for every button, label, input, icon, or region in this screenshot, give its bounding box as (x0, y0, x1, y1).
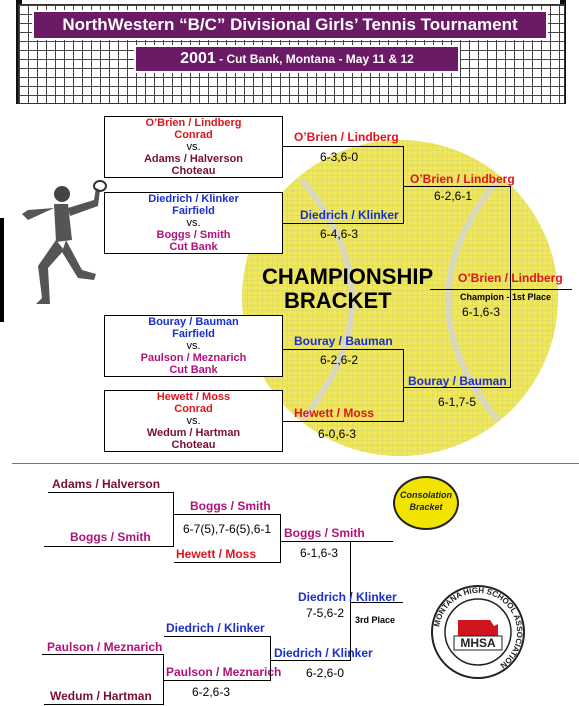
logo-abbr: MHSA (460, 636, 496, 650)
championship-label: CHAMPIONSHIP (262, 264, 434, 289)
left-edge-mark (0, 218, 4, 322)
badge-line-1: Consolation (400, 490, 452, 500)
bracket-label: BRACKET (284, 288, 392, 313)
bracket-line (173, 492, 174, 547)
bracket-line (283, 421, 404, 422)
r2-winner-4: Hewett / Moss (294, 406, 375, 420)
vs-label: vs. (186, 141, 201, 153)
cons-r2-team-3: Diedrich / Klinker (166, 621, 265, 635)
team: Boggs / Smith (156, 229, 231, 241)
team: Diedrich / Klinker (148, 193, 239, 205)
bracket-line (163, 654, 164, 704)
school: Cut Bank (169, 241, 218, 253)
r2-score-3: 6-2,6-2 (320, 353, 359, 367)
location-date: - Cut Bank, Montana - May 11 & 12 (219, 52, 414, 66)
bracket-line (350, 541, 351, 661)
cons-r2-team-1: Boggs / Smith (190, 499, 271, 513)
cons-r3-winner-2: Diedrich / Klinker (274, 646, 373, 660)
sf-winner-1: O’Brien / Lindberg (410, 172, 515, 186)
bracket-line (164, 680, 271, 681)
r2-score-4: 6-0,6-3 (318, 427, 357, 441)
cons-r2-team-4: Paulson / Meznarich (166, 665, 282, 679)
school: Cut Bank (169, 364, 218, 376)
badge-line-2: Bracket (409, 502, 443, 512)
school: Choteau (171, 439, 216, 451)
bracket-line (42, 654, 164, 655)
final-score: 6-1,6-3 (462, 305, 501, 319)
subtitle-banner: 2001 - Cut Bank, Montana - May 11 & 12 (134, 45, 460, 73)
bracket-line (404, 186, 511, 187)
cons-r3-score-2: 6-2,6-0 (306, 666, 345, 680)
bracket-line (403, 146, 404, 224)
match-box-2: Diedrich / Klinker Fairfield vs. Boggs /… (104, 192, 283, 254)
bracket-line (283, 146, 404, 147)
team: Bouray / Bauman (148, 316, 239, 328)
tennis-player-icon (22, 180, 107, 304)
vs-label: vs. (186, 340, 201, 352)
match-box-3: Bouray / Bauman Fairfield vs. Paulson / … (104, 315, 283, 377)
bracket-line (271, 660, 351, 661)
page-title: NorthWestern “B/C” Divisional Girls’ Ten… (62, 15, 518, 34)
r2-score-2: 6-4,6-3 (320, 227, 359, 241)
team: Paulson / Meznarich (140, 352, 247, 364)
vs-label: vs. (186, 217, 201, 229)
school: Fairfield (172, 328, 215, 340)
match-box-1: O’Brien / Lindberg Conrad vs. Adams / Ha… (104, 116, 283, 178)
r2-score-1: 6-3,6-0 (320, 150, 359, 164)
cons-r1-team-2: Boggs / Smith (70, 530, 151, 544)
third-place-label: 3rd Place (355, 615, 396, 625)
champion-name: O’Brien / Lindberg (458, 271, 563, 285)
champion-place: Champion - 1st Place (460, 292, 552, 302)
sf-winner-2: Bouray / Bauman (408, 374, 507, 388)
bracket-line (283, 223, 404, 224)
cons-r1-team-3: Paulson / Meznarich (47, 640, 163, 654)
cons-r1-team-1: Adams / Halverson (52, 477, 161, 491)
school: Conrad (174, 403, 213, 415)
section-divider (12, 463, 579, 464)
bracket-line (510, 186, 511, 388)
team: Adams / Halverson (143, 153, 244, 165)
tennis-ball-graphic (242, 140, 558, 456)
third-place-name: Diedrich / Klinker (298, 590, 397, 604)
bracket-line (44, 546, 174, 547)
cons-r2-score-1: 6-7(5),7-6(5),6-1 (183, 522, 272, 536)
cons-r3-winner-1: Boggs / Smith (284, 526, 365, 540)
match-box-4: Hewett / Moss Conrad vs. Wedum / Hartman… (104, 390, 283, 452)
bracket-line (403, 349, 404, 422)
bracket-line (270, 636, 271, 681)
bracket-line (351, 602, 403, 603)
bracket-line (281, 541, 393, 542)
bracket-line (48, 492, 174, 493)
team: O’Brien / Lindberg (145, 117, 242, 129)
team: Wedum / Hartman (146, 427, 241, 439)
mhsa-logo: MONTANA HIGH SCHOOL ASSOCIATION MHSA (430, 584, 526, 680)
consolation-badge: Consolation Bracket (393, 476, 459, 530)
school: Choteau (171, 165, 216, 177)
bracket-line (44, 704, 164, 705)
bracket-line (404, 387, 511, 388)
r2-winner-1: O’Brien / Lindberg (294, 130, 399, 144)
vs-label: vs. (186, 415, 201, 427)
bracket-line (164, 636, 271, 637)
r2-winner-2: Diedrich / Klinker (300, 208, 399, 222)
bracket-line (174, 562, 281, 563)
third-place-score: 7-5,6-2 (306, 606, 345, 620)
cons-r2-score-2: 6-2,6-3 (192, 685, 231, 699)
sf-score-2: 6-1,7-5 (438, 395, 477, 409)
school: Conrad (174, 129, 213, 141)
cons-r1-team-4: Wedum / Hartman (50, 689, 152, 703)
bracket-line (280, 514, 281, 563)
cons-r3-score-1: 6-1,6-3 (300, 546, 339, 560)
sf-score-1: 6-2,6-1 (434, 189, 473, 203)
title-banner: NorthWestern “B/C” Divisional Girls’ Ten… (32, 10, 548, 40)
year: 2001 (180, 50, 216, 67)
bracket-line (283, 349, 404, 350)
cons-r2-team-2: Hewett / Moss (176, 547, 257, 561)
r2-winner-3: Bouray / Bauman (294, 334, 393, 348)
school: Fairfield (172, 205, 215, 217)
bracket-line (430, 289, 572, 290)
bracket-line (174, 514, 281, 515)
team: Hewett / Moss (156, 391, 231, 403)
